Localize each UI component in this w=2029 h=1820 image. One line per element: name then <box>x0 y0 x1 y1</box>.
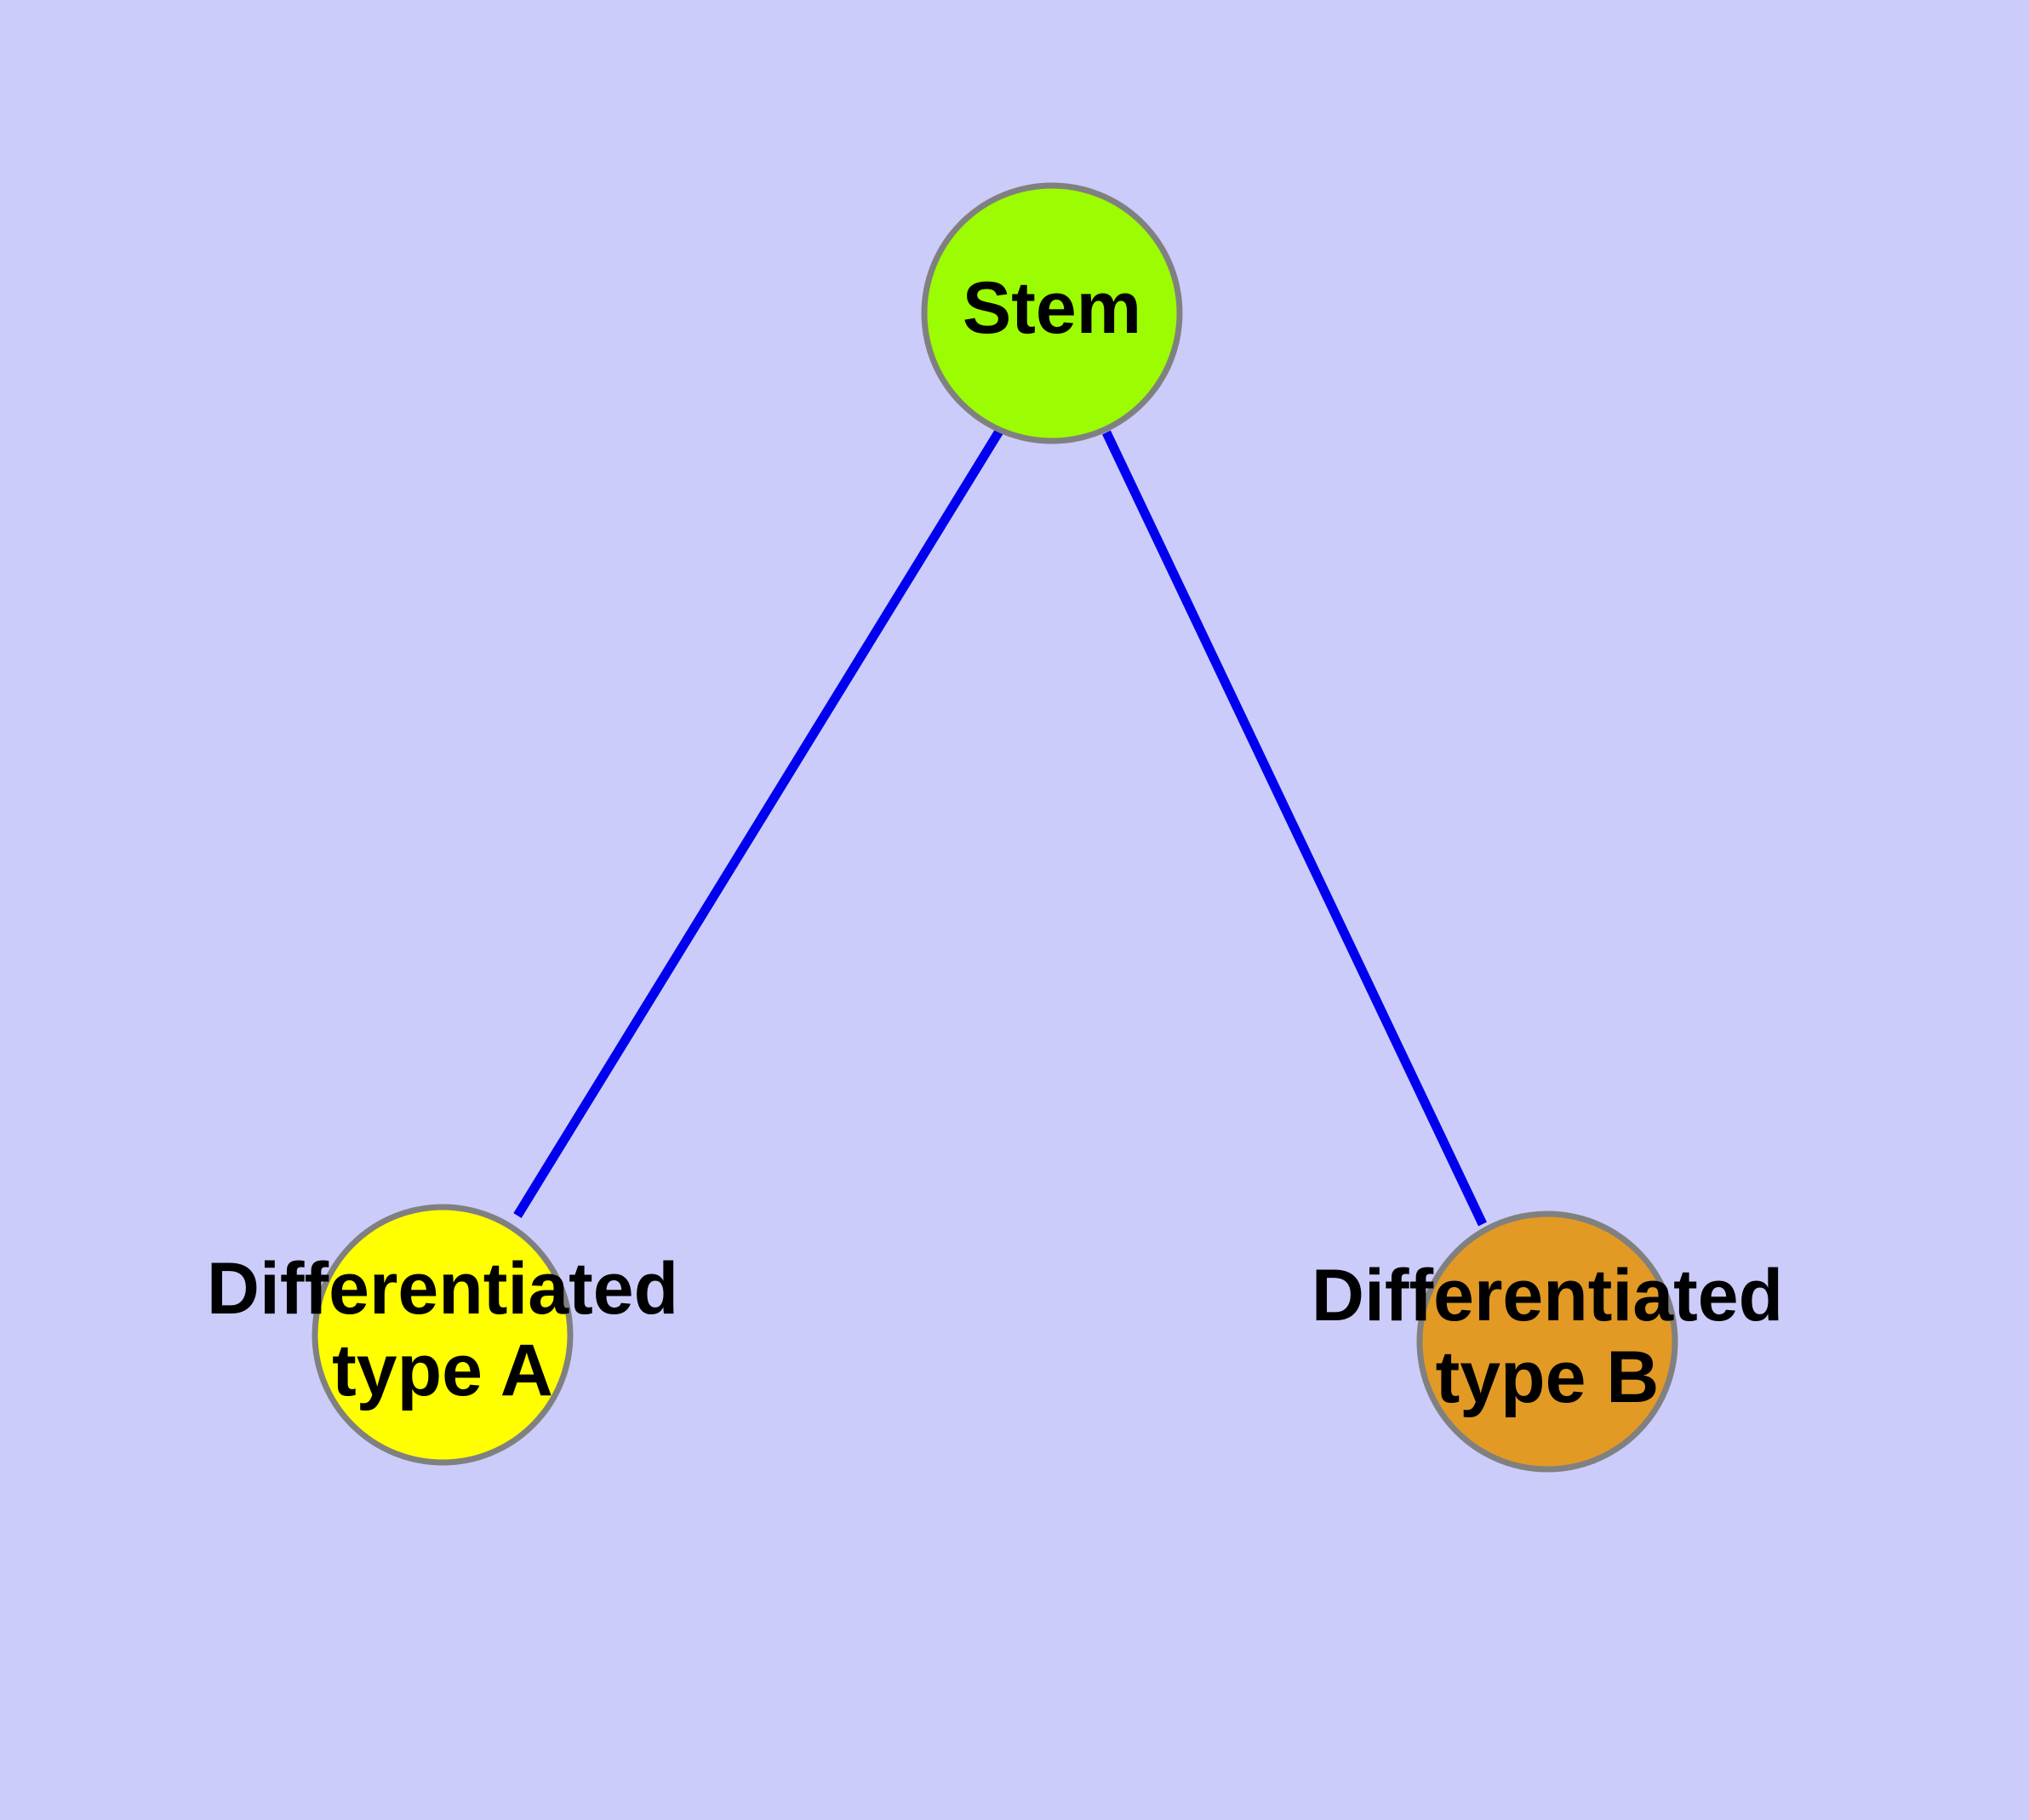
node-circle-diff_b[interactable] <box>1416 1210 1678 1473</box>
node-label-line: type B <box>1436 1336 1660 1418</box>
graph-node-stem[interactable]: Stem <box>921 182 1183 444</box>
edges-layer <box>513 427 1487 1227</box>
node-label-line: Differentiated <box>207 1248 678 1330</box>
node-circle-diff_a[interactable] <box>311 1204 574 1466</box>
graph-edge-stem-to-diff-b[interactable] <box>1102 430 1487 1227</box>
node-label-line: type A <box>332 1330 553 1411</box>
node-label-line: Stem <box>963 267 1141 349</box>
node-label-line: Differentiated <box>1312 1255 1783 1336</box>
graph-edge-stem-to-diff-a[interactable] <box>513 427 1004 1218</box>
node-circle-stem[interactable] <box>921 182 1183 444</box>
node-label-stem: Stem <box>963 267 1141 349</box>
